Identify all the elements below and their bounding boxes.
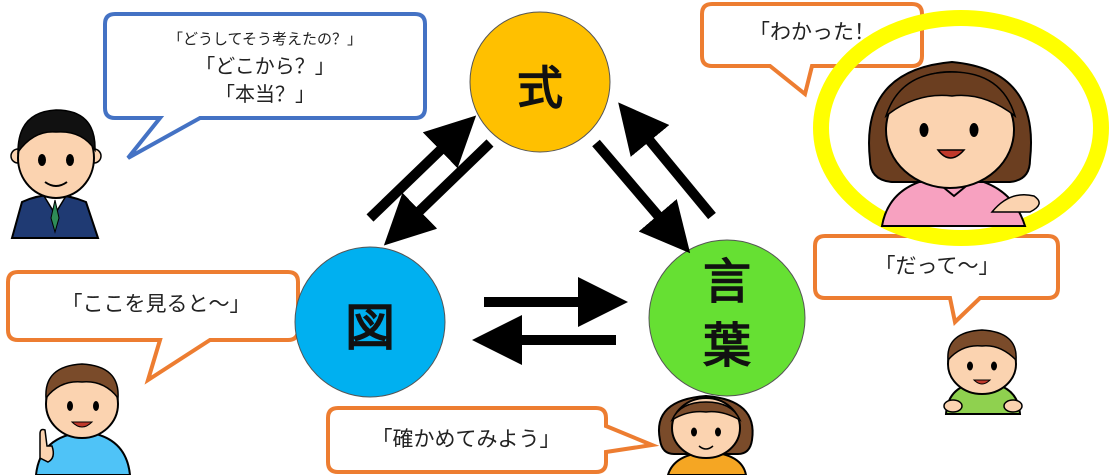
teacher-bubble-line2: 「どこから？」 — [195, 54, 335, 78]
boy-right-illustration — [943, 329, 1023, 415]
teacher-bubble-line3: 「本当？」 — [215, 82, 315, 106]
girl-highlighted-illustration — [813, 10, 1109, 246]
words-label: 言 葉 — [677, 250, 777, 378]
words-label-line2: 葉 — [702, 318, 751, 374]
teacher-speech-bubble — [103, 12, 427, 160]
boy-right-speech-bubble — [813, 234, 1060, 326]
highlight-ring — [813, 10, 1109, 246]
girl-bottom-bubble-text: 「確かめてみよう」 — [371, 427, 561, 451]
boy-left-bubble-text: 「ここを見ると～」 — [61, 292, 251, 316]
boy-left-illustration — [34, 363, 132, 475]
formula-node — [469, 11, 611, 153]
arrow-formula-to-figure — [383, 139, 494, 246]
words-node — [648, 239, 806, 397]
arrow-words-to-formula — [618, 102, 716, 220]
boy-right-bubble-text: 「だって～」 — [874, 254, 1000, 278]
teacher-bubble-line1: 「どうしてそう考えたの？」 — [167, 30, 363, 48]
words-label-line1: 言 — [702, 254, 751, 310]
formula-label: 式 — [517, 61, 563, 115]
arrow-figure-to-formula — [366, 115, 477, 222]
girl-bottom-speech-bubble — [326, 406, 660, 474]
figure-node — [294, 246, 446, 398]
girl-top-bubble-text: 「わかった！ — [749, 20, 875, 44]
boy-left-speech-bubble — [6, 270, 300, 385]
relation-arrows — [366, 102, 716, 365]
girl-top-speech-bubble — [700, 2, 924, 98]
arrow-formula-to-words — [592, 139, 691, 254]
teacher-illustration — [10, 109, 102, 239]
girl-bottom-illustration — [658, 394, 754, 475]
figure-label: 図 — [345, 299, 395, 357]
